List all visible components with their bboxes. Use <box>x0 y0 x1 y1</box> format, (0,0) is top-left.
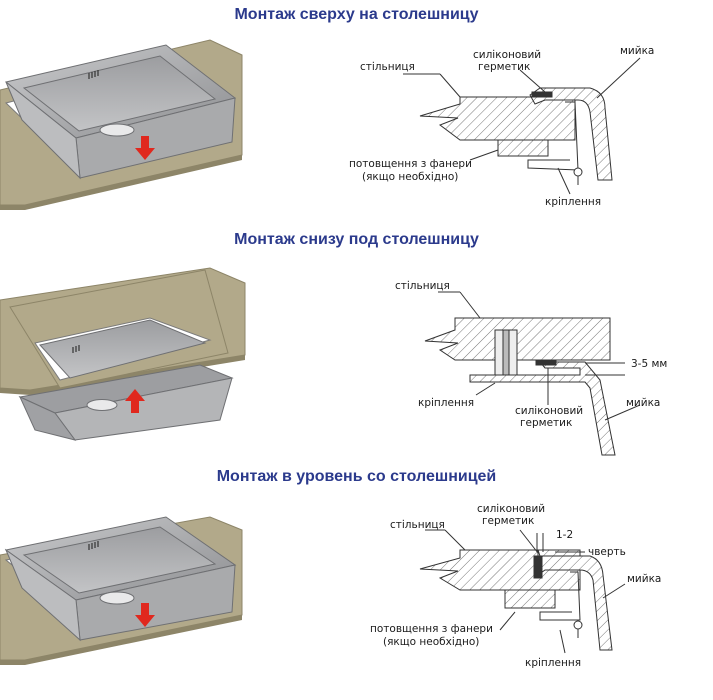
cross-section-undermount <box>424 291 641 456</box>
up-arrow-icon <box>125 389 145 413</box>
label-gap: 3-5 мм <box>631 358 667 370</box>
sink-section <box>529 87 613 181</box>
label-plywood-line1: потовщення з фанери <box>349 158 472 170</box>
illustration-undermount <box>0 267 246 441</box>
label-sink: мийка <box>626 397 660 409</box>
label-sealant-line1: силіконовий <box>473 49 541 61</box>
sink-bowl <box>22 55 217 132</box>
label-countertop: стільниця <box>360 61 415 73</box>
label-plywood-line2: (якщо необхідно) <box>383 636 479 648</box>
down-arrow-icon <box>135 603 155 627</box>
label-fastening: кріплення <box>545 196 601 208</box>
section-title-undermount: Монтаж снизу под столешницу <box>234 231 479 248</box>
plywood-section <box>497 139 549 157</box>
label-sink: мийка <box>627 573 661 585</box>
labels-flush-mount: силіконовий герметик стільниця 1-2 чверт… <box>370 503 661 669</box>
section-title-top-mount: Монтаж сверху на столешницу <box>234 6 479 23</box>
drain-hole <box>99 591 135 605</box>
sealant-mark <box>531 91 553 98</box>
label-plywood-line2: (якщо необхідно) <box>362 171 458 183</box>
overflow-icon <box>72 345 80 353</box>
label-sealant-line2: герметик <box>520 417 572 429</box>
drain-hole <box>86 399 118 411</box>
cross-section-top-mount <box>403 57 641 195</box>
labels-top-mount: стільниця силіконовий герметик мийка пот… <box>349 45 654 208</box>
sink-section <box>537 549 613 651</box>
drain-hole <box>99 123 135 137</box>
label-plywood-line1: потовщення з фанери <box>370 623 493 635</box>
label-sealant-line1: силіконовий <box>477 503 545 515</box>
label-sealant-line2: герметик <box>482 515 534 527</box>
label-sink: мийка <box>620 45 654 57</box>
label-gap: 1-2 <box>556 529 573 541</box>
section-title-flush-mount: Монтаж в уровень со столешницей <box>216 468 497 485</box>
sink-bowl <box>22 526 217 594</box>
illustration-top-mount <box>0 39 243 210</box>
illustration-flush-mount <box>0 516 243 665</box>
label-sealant-line1: силіконовий <box>515 405 583 417</box>
overflow-icon <box>88 541 99 550</box>
label-countertop: стільниця <box>390 519 445 531</box>
countertop-section <box>419 96 576 141</box>
label-fastening: кріплення <box>418 397 474 409</box>
down-arrow-icon <box>135 136 155 160</box>
label-fastening: кріплення <box>525 657 581 669</box>
label-countertop: стільниця <box>395 280 450 292</box>
sink-bowl <box>39 319 207 379</box>
sink-section <box>469 361 616 456</box>
cross-section-flush-mount <box>419 529 626 654</box>
overflow-icon <box>88 70 99 79</box>
sealant-mark <box>535 359 557 366</box>
labels-undermount: стільниця 3-5 мм кріплення силіконовий г… <box>395 280 667 429</box>
label-sealant-line2: герметик <box>478 61 530 73</box>
sealant-mark <box>533 555 543 579</box>
label-quarter: чверть <box>588 546 626 558</box>
plywood-section <box>504 589 556 609</box>
